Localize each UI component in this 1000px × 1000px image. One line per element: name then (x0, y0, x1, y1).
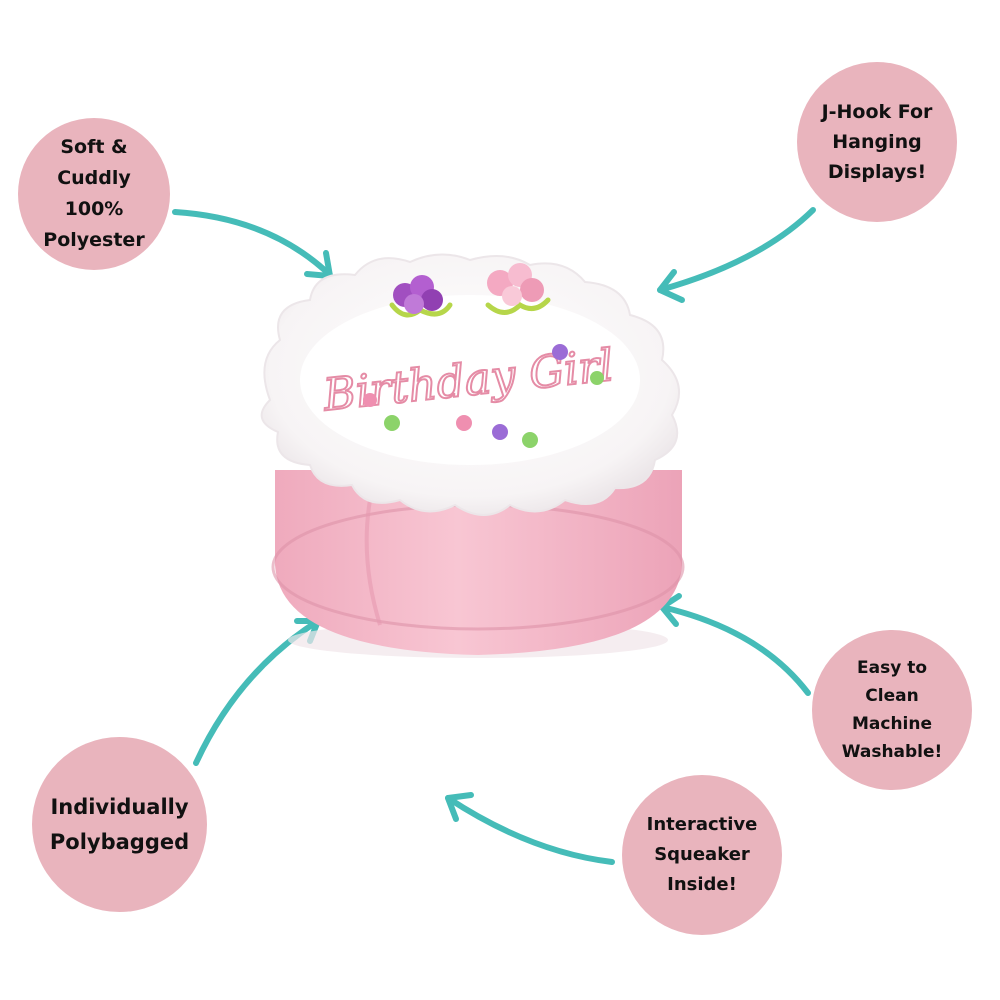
feature-bubble-washable: Easy to Clean Machine Washable! (812, 630, 972, 790)
feature-text-polybag: Individually Polybagged (49, 794, 190, 854)
feature-bubble-polybag: Individually Polybagged (32, 737, 207, 912)
feature-text-washable: Easy to Clean Machine Washable! (841, 658, 943, 762)
feature-text-squeaker: Interactive Squeaker Inside! (646, 814, 758, 895)
pink-plush-birthday-cake-toy: Birthday Girl (260, 253, 685, 658)
pink-flower-icon (485, 263, 551, 315)
feature-text-material: Soft & Cuddly 100% Polyester (43, 136, 145, 251)
feature-text-hook: J-Hook For Hanging Displays! (821, 101, 933, 183)
arrow-to-squeaker (445, 792, 615, 865)
arrow-to-hook (657, 207, 816, 303)
feature-bubble-material: Soft & Cuddly 100% Polyester (18, 118, 170, 270)
feature-bubble-squeaker: Interactive Squeaker Inside! (622, 775, 782, 935)
arrow-to-material (172, 209, 333, 279)
feature-bubble-hook: J-Hook For Hanging Displays! (797, 62, 957, 222)
arrow-to-washable (659, 593, 811, 696)
purple-flower-icon (389, 275, 453, 318)
sprinkle-dots (363, 344, 604, 448)
